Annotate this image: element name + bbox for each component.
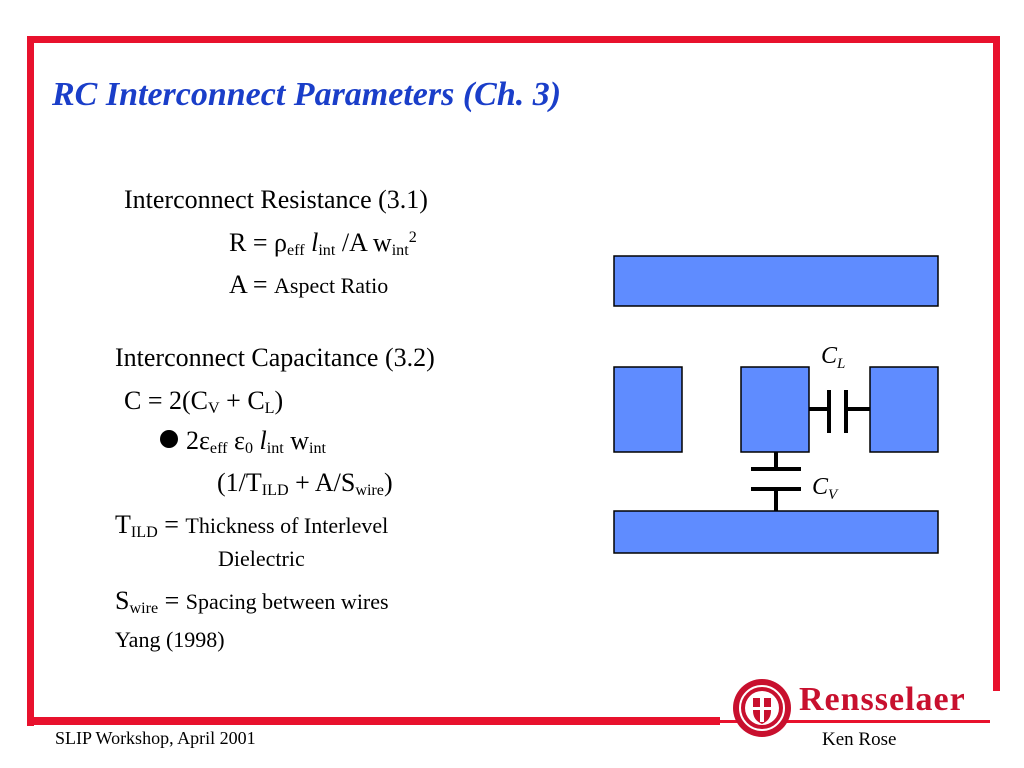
left-wire: [613, 366, 683, 453]
capacitance-denominator: (1/TILD + A/Swire): [217, 468, 393, 500]
frame-right-border: [993, 36, 1000, 691]
capacitance-formula: C = 2(CV + CL): [124, 386, 284, 418]
footer-author: Ken Rose: [822, 729, 897, 750]
l-subscript: L: [264, 400, 275, 418]
paren-open-t: (1/T: [217, 468, 262, 497]
bottom-wire: [613, 510, 939, 554]
top-wire: [613, 255, 939, 307]
paren-close: ): [383, 468, 393, 497]
rho-symbol: ρ: [274, 228, 287, 257]
aspect-ratio-line: A = Aspect Ratio: [229, 272, 388, 298]
cl-label: CL: [821, 343, 845, 372]
swire-definition: Swire = Spacing between wires: [115, 586, 389, 618]
cv-label: CV: [812, 474, 839, 503]
slide-title: RC Interconnect Parameters (Ch. 3): [52, 76, 562, 113]
tild-definition: TILD = Thickness of Interlevel: [115, 510, 389, 542]
length-symbol: l: [311, 228, 319, 257]
right-wire: [869, 366, 939, 453]
c-eq-open: C = 2(C: [124, 386, 209, 415]
resistance-formula: R = ρeff lint /A wint2: [229, 228, 417, 260]
v-subscript: V: [208, 400, 220, 418]
rensselaer-logo: Rensselaer: [799, 681, 966, 718]
interconnect-diagram: CL CV: [613, 255, 939, 554]
t-eq: =: [157, 510, 186, 539]
squared-superscript: 2: [408, 229, 417, 247]
int-subscript-c2: int: [309, 440, 327, 458]
s-definition: Spacing between wires: [185, 589, 389, 614]
close-paren: ): [274, 386, 284, 415]
wire-subscript: wire: [355, 482, 384, 500]
frame-bottom-border: [27, 717, 720, 725]
bullet-icon: [160, 430, 178, 448]
plus-c: + C: [219, 386, 265, 415]
frame-top-border: [27, 36, 1000, 43]
plus-a-s: + A/S: [288, 468, 356, 497]
eff-subscript: eff: [287, 242, 305, 260]
length-symbol-c: l: [259, 426, 267, 455]
citation: Yang (1998): [115, 627, 225, 652]
epsilon-zero: ε: [227, 426, 245, 455]
t-definition-line2: Dielectric: [218, 546, 305, 571]
s-symbol: S: [115, 586, 130, 615]
ild-subscript: ILD: [261, 482, 289, 500]
eff-subscript-c: eff: [209, 440, 228, 458]
int-subscript-w: int: [391, 242, 409, 260]
int-subscript-c: int: [266, 440, 284, 458]
s-eq: =: [158, 586, 186, 615]
frame-left-border: [27, 36, 34, 726]
center-wire: [740, 366, 810, 453]
t-ild-subscript: ILD: [130, 524, 158, 542]
t-symbol: T: [115, 510, 131, 539]
t-definition-line1: Thickness of Interlevel: [185, 513, 389, 538]
footer-workshop: SLIP Workshop, April 2001: [55, 728, 256, 748]
s-wire-subscript: wire: [129, 600, 159, 618]
zero-subscript: 0: [244, 440, 253, 458]
r-eq: R =: [229, 228, 275, 257]
w-term: w: [283, 426, 310, 455]
resistance-heading: Interconnect Resistance (3.1): [124, 185, 428, 214]
aspect-ratio-definition: Aspect Ratio: [274, 273, 389, 298]
a-w-term: /A w: [335, 228, 392, 257]
rensselaer-seal-icon: [733, 679, 791, 737]
capacitance-expansion: 2εeff ε0 lint wint: [160, 426, 327, 458]
int-subscript: int: [318, 242, 336, 260]
two-epsilon: 2ε: [186, 426, 210, 455]
a-eq: A =: [229, 270, 275, 299]
capacitance-heading: Interconnect Capacitance (3.2): [115, 343, 435, 372]
logo-underline: [720, 720, 990, 723]
